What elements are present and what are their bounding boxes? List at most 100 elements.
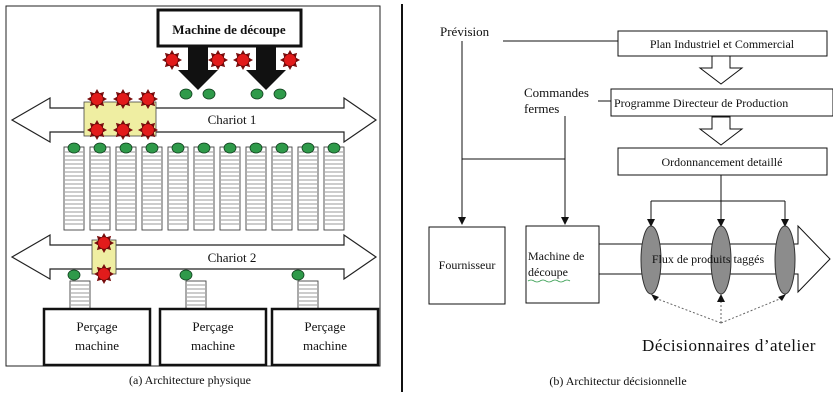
storage-column <box>245 146 267 231</box>
storage-column <box>323 146 345 231</box>
percage-label-line2: machine <box>191 338 235 353</box>
ordonnancement-label: Ordonnancement detaillé <box>662 155 783 169</box>
sensor-icon <box>202 88 216 100</box>
tag-core <box>236 53 250 67</box>
column-frame <box>271 146 293 231</box>
machine-label-line1: Machine de <box>528 249 584 263</box>
sensors <box>67 88 341 281</box>
right-caption: (b) Architectur décisionnelle <box>549 374 686 388</box>
pdp-label: Programme Directeur de Production <box>614 96 788 110</box>
rfid-tag-icon <box>94 264 114 284</box>
tag-core <box>90 92 104 106</box>
cutting-machine: Machine de découpe <box>156 8 303 90</box>
storage-column <box>297 146 319 231</box>
storage-column <box>193 146 215 231</box>
tag-core <box>97 236 111 250</box>
left-caption: (a) Architecture physique <box>129 373 251 387</box>
rfid-tag-icon <box>208 50 228 70</box>
tag-core <box>116 92 130 106</box>
storage-column <box>219 146 241 231</box>
flux-label: Flux de produits taggés <box>652 252 765 266</box>
tag-core <box>141 123 155 137</box>
percage-box <box>270 307 380 367</box>
hollow-down-arrow-icon <box>698 116 744 146</box>
arrow-head-icon <box>778 294 786 301</box>
chariot2-label: Chariot 2 <box>208 250 257 265</box>
chariot2-track-arrow <box>10 233 378 281</box>
tag-core <box>165 53 179 67</box>
column-frame <box>115 146 137 231</box>
sensor-icon <box>291 269 305 281</box>
sensor-icon <box>223 142 237 154</box>
tag-reader-lens <box>774 225 796 295</box>
storage-column <box>167 146 189 231</box>
percage-machines: Perçage machine Perçage machine Perçage … <box>42 280 380 367</box>
percage-label-line2: machine <box>303 338 347 353</box>
arrow-head-icon <box>717 294 725 302</box>
down-arrow-icon <box>178 46 218 90</box>
decision-feedback <box>654 297 783 324</box>
percage-machine: Perçage machine <box>270 280 380 367</box>
tag-core <box>283 53 297 67</box>
ordonnancement-box <box>617 147 828 176</box>
rfid-tag-icon <box>113 89 133 109</box>
down-arrow-icon <box>246 46 286 90</box>
rfid-tag-icon <box>233 50 253 70</box>
sensor-icon <box>275 142 289 154</box>
storage-column <box>63 146 85 231</box>
rfid-tag-icon <box>138 89 158 109</box>
rfid-tag-icon <box>138 120 158 140</box>
column-frame <box>63 146 85 231</box>
sensor-icon <box>249 142 263 154</box>
percage-machine: Perçage machine <box>42 280 152 367</box>
percage-label-line1: Perçage <box>192 319 233 334</box>
sensor-icon <box>179 269 193 281</box>
rfid-tag-icon <box>113 120 133 140</box>
arrow-head-icon <box>651 294 659 301</box>
tag-core <box>90 123 104 137</box>
percage-label-line1: Perçage <box>76 319 117 334</box>
storage-column <box>141 146 163 231</box>
sensor-icon <box>67 269 81 281</box>
tag-core <box>97 267 111 281</box>
commandes-label-line2: fermes <box>524 101 559 116</box>
column-frame <box>245 146 267 231</box>
sensor-icon <box>67 142 81 154</box>
fournisseur-box <box>428 226 506 305</box>
decisional-architecture-panel: Prévision Plan Industriel et Commercial … <box>428 24 833 388</box>
chariot1-track-arrow <box>10 96 378 144</box>
sensor-icon <box>197 142 211 154</box>
rfid-tag-icon <box>280 50 300 70</box>
column-frame <box>89 146 111 231</box>
tag-core <box>211 53 225 67</box>
prevision-label: Prévision <box>440 24 490 39</box>
rfid-tag-icon <box>87 89 107 109</box>
physical-architecture-panel: Machine de découpe Chariot 1 Chariot 2 P… <box>5 5 381 387</box>
cutting-machine-box <box>156 8 303 48</box>
tag-core <box>116 123 130 137</box>
sensor-icon <box>273 88 287 100</box>
decisionnaires-label: Décisionnaires d’atelier <box>642 336 816 355</box>
sensor-icon <box>119 142 133 154</box>
percage-box <box>42 307 152 367</box>
sensor-icon <box>250 88 264 100</box>
column-frame <box>167 146 189 231</box>
storage-column <box>115 146 137 231</box>
cutting-machine-label: Machine de découpe <box>172 22 286 37</box>
storage-column <box>271 146 293 231</box>
commandes-label-line1: Commandes <box>524 85 589 100</box>
percage-label-line2: machine <box>75 338 119 353</box>
sensor-icon <box>171 142 185 154</box>
rfid-tag-icon <box>162 50 182 70</box>
sensor-icon <box>301 142 315 154</box>
tag-core <box>141 92 155 106</box>
column-frame <box>297 146 319 231</box>
pdp-box <box>610 88 833 117</box>
rfid-tag-icon <box>94 233 114 253</box>
spellcheck-underline <box>527 279 571 283</box>
plan-label: Plan Industriel et Commercial <box>650 37 795 51</box>
storage-columns <box>63 146 345 231</box>
sensor-icon <box>145 142 159 154</box>
percage-label-line1: Perçage <box>304 319 345 334</box>
